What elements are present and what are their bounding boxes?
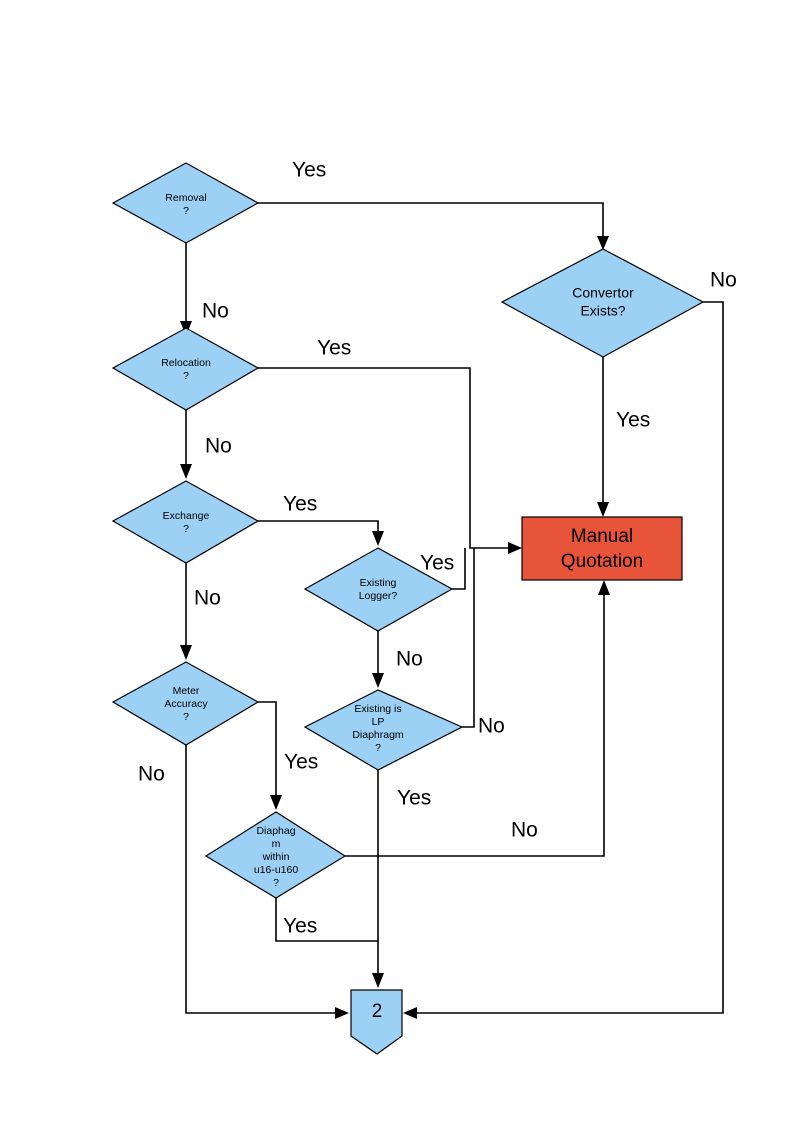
manual-quotation-label-line-2: Quotation <box>561 551 643 572</box>
diaphragm-range-label-line-2: m <box>272 838 281 850</box>
edge-convertor-no-arrow <box>403 1007 417 1019</box>
edge-meter-accuracy-yes-arrow <box>270 795 282 810</box>
edge-diaphragm-range-no-arrow <box>598 580 610 595</box>
edge-meter-accuracy-yes-line <box>258 701 277 797</box>
edge-removal-yes-line <box>258 202 604 240</box>
connector-2-shape[interactable] <box>350 989 403 1055</box>
node-removal[interactable]: Removal ? <box>111 162 260 244</box>
edge-relocation-yes-arrow <box>508 542 522 554</box>
edge-label-diaphragm-range-yes: Yes <box>283 915 317 938</box>
diaphragm-range-label-line-3: within <box>262 851 290 863</box>
edge-label-meter-accuracy-yes: Yes <box>284 751 318 774</box>
node-connector-2[interactable]: 2 <box>350 989 403 1055</box>
node-existing-logger[interactable]: Existing Logger? <box>303 547 454 632</box>
convertor-exists-label-line-1: Convertor <box>572 285 634 301</box>
existing-lp-diaphragm-label-line-3: Diaphragm <box>352 729 404 741</box>
relocation-label-line-2: ? <box>183 370 189 382</box>
existing-lp-diaphragm-label-line-4: ? <box>375 742 381 754</box>
convertor-exists-label-line-2: Exists? <box>580 303 625 319</box>
edge-label-existing-logger-yes: Yes <box>420 552 454 575</box>
edge-convertor-yes-arrow <box>597 502 609 517</box>
meter-accuracy-diamond[interactable] <box>111 661 260 746</box>
edge-label-meter-accuracy-no: No <box>138 763 165 786</box>
edge-removal-yes-arrow <box>597 236 609 250</box>
diaphragm-range-label-line-4: u16-u160 <box>254 864 299 876</box>
edge-relocation-yes-line <box>258 367 512 549</box>
node-meter-accuracy[interactable]: Meter Accuracy ? <box>111 661 260 746</box>
node-exchange[interactable]: Exchange ? <box>111 480 260 564</box>
node-manual-quotation[interactable]: Manual Quotation <box>521 516 683 581</box>
edge-label-lp-diaphragm-no: No <box>478 715 505 738</box>
meter-accuracy-label-line-2: Accuracy <box>164 698 208 710</box>
edge-label-existing-logger-no: No <box>396 648 423 671</box>
edge-diaphragm-range-yes-line <box>275 898 378 942</box>
edge-label-lp-diaphragm-yes: Yes <box>397 787 431 810</box>
existing-lp-diaphragm-diamond[interactable] <box>303 689 464 771</box>
edge-relocation-no-arrow <box>180 464 192 479</box>
convertor-exists-diamond[interactable] <box>500 248 705 358</box>
removal-diamond[interactable] <box>111 162 260 244</box>
diaphragm-range-label-line-5: ? <box>273 877 279 889</box>
existing-logger-diamond[interactable] <box>303 547 454 632</box>
edge-label-removal-no: No <box>202 300 229 323</box>
edge-label-diaphragm-range-no: No <box>511 819 538 842</box>
edge-label-exchange-yes: Yes <box>283 493 317 516</box>
diaphragm-range-diamond[interactable] <box>204 811 347 899</box>
diaphragm-range-label-line-1: Diaphag <box>256 825 295 837</box>
node-existing-lp-diaphragm[interactable]: Existing is LP Diaphragm ? <box>303 689 464 771</box>
connector-2-label: 2 <box>372 1001 383 1022</box>
existing-logger-label-line-2: Logger? <box>359 590 398 602</box>
existing-lp-diaphragm-label-line-2: LP <box>372 716 385 728</box>
relocation-label-line-1: Relocation <box>161 357 211 369</box>
edge-lp-diaphragm-no-line <box>462 548 475 728</box>
existing-logger-label-line-1: Existing <box>360 577 397 589</box>
edge-label-convertor-no: No <box>710 269 737 292</box>
edge-exchange-yes-arrow <box>372 531 384 546</box>
edge-label-exchange-no: No <box>194 587 221 610</box>
edge-label-relocation-yes: Yes <box>317 337 351 360</box>
edge-exchange-yes-line <box>258 520 379 533</box>
node-diaphragm-range[interactable]: Diaphag m within u16-u160 ? <box>204 811 347 899</box>
edge-convertor-no-line <box>414 301 724 1014</box>
existing-lp-diaphragm-label-line-1: Existing is <box>354 703 401 715</box>
removal-label-line-2: ? <box>183 205 189 217</box>
removal-label-line-1: Removal <box>165 192 206 204</box>
exchange-label-line-2: ? <box>183 523 189 535</box>
node-relocation[interactable]: Relocation ? <box>111 327 260 411</box>
edge-label-convertor-yes: Yes <box>616 409 650 432</box>
edge-label-relocation-no: No <box>205 435 232 458</box>
exchange-label-line-1: Exchange <box>163 510 210 522</box>
relocation-diamond[interactable] <box>111 327 260 411</box>
edge-lp-diaphragm-yes-arrow <box>372 973 384 988</box>
edge-exchange-no-arrow <box>180 645 192 660</box>
exchange-diamond[interactable] <box>111 480 260 564</box>
edge-diaphragm-range-no-line <box>345 592 605 857</box>
edge-existing-logger-yes-line <box>452 548 466 590</box>
edge-label-removal-yes: Yes <box>292 159 326 182</box>
edge-meter-accuracy-no-arrow <box>335 1007 349 1019</box>
node-convertor-exists[interactable]: Convertor Exists? <box>500 248 705 358</box>
manual-quotation-box[interactable] <box>521 516 683 581</box>
edge-meter-accuracy-no-line <box>185 745 338 1014</box>
edge-existing-logger-no-arrow <box>372 673 384 688</box>
meter-accuracy-label-line-3: ? <box>183 711 189 723</box>
manual-quotation-label-line-1: Manual <box>571 526 633 547</box>
meter-accuracy-label-line-1: Meter <box>173 685 200 697</box>
